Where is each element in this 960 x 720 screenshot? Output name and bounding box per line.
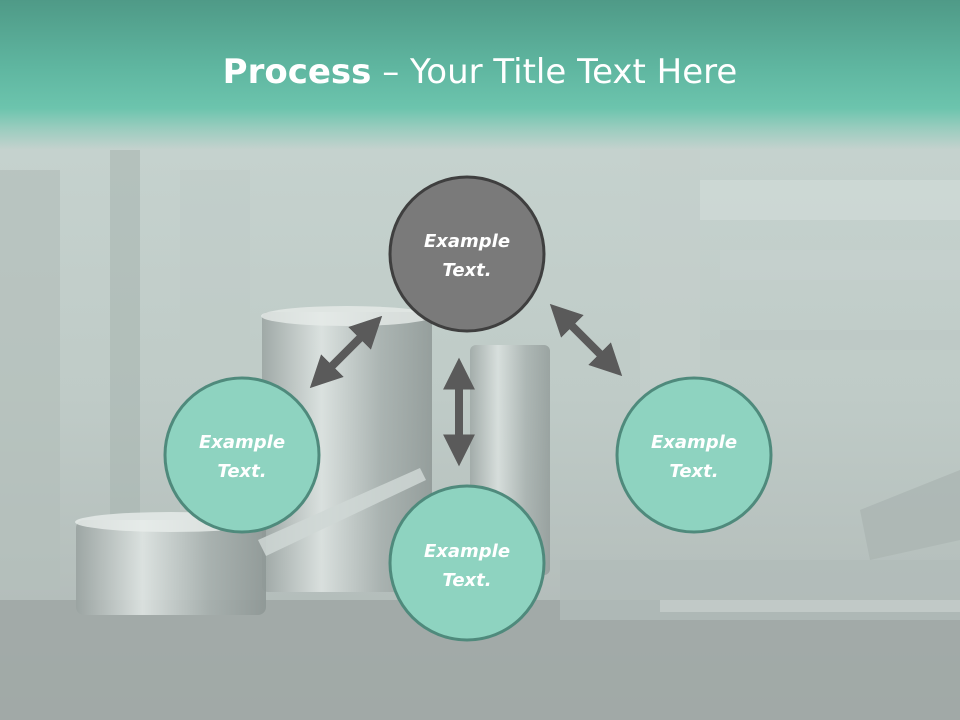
title-rest: Your Title Text Here	[410, 52, 738, 92]
node-top: Example Text.	[388, 175, 546, 333]
node-right: Example Text.	[615, 376, 773, 534]
node-right-line1: Example	[651, 432, 737, 453]
title-bold: Process	[222, 52, 372, 92]
node-bottom: Example Text.	[388, 484, 546, 642]
double-arrow-right	[549, 303, 623, 377]
node-left-line2: Text.	[217, 461, 266, 482]
slide-title: Process – Your Title Text Here	[0, 52, 960, 92]
double-arrow-left	[309, 315, 383, 389]
node-right-line2: Text.	[669, 461, 718, 482]
node-left-line1: Example	[199, 432, 285, 453]
node-top-line2: Text.	[442, 260, 491, 281]
node-top-line1: Example	[424, 231, 510, 252]
header-band	[0, 0, 960, 150]
title-separator: –	[371, 52, 411, 92]
node-bottom-line2: Text.	[442, 570, 491, 591]
node-bottom-line1: Example	[424, 541, 510, 562]
node-left: Example Text.	[163, 376, 321, 534]
